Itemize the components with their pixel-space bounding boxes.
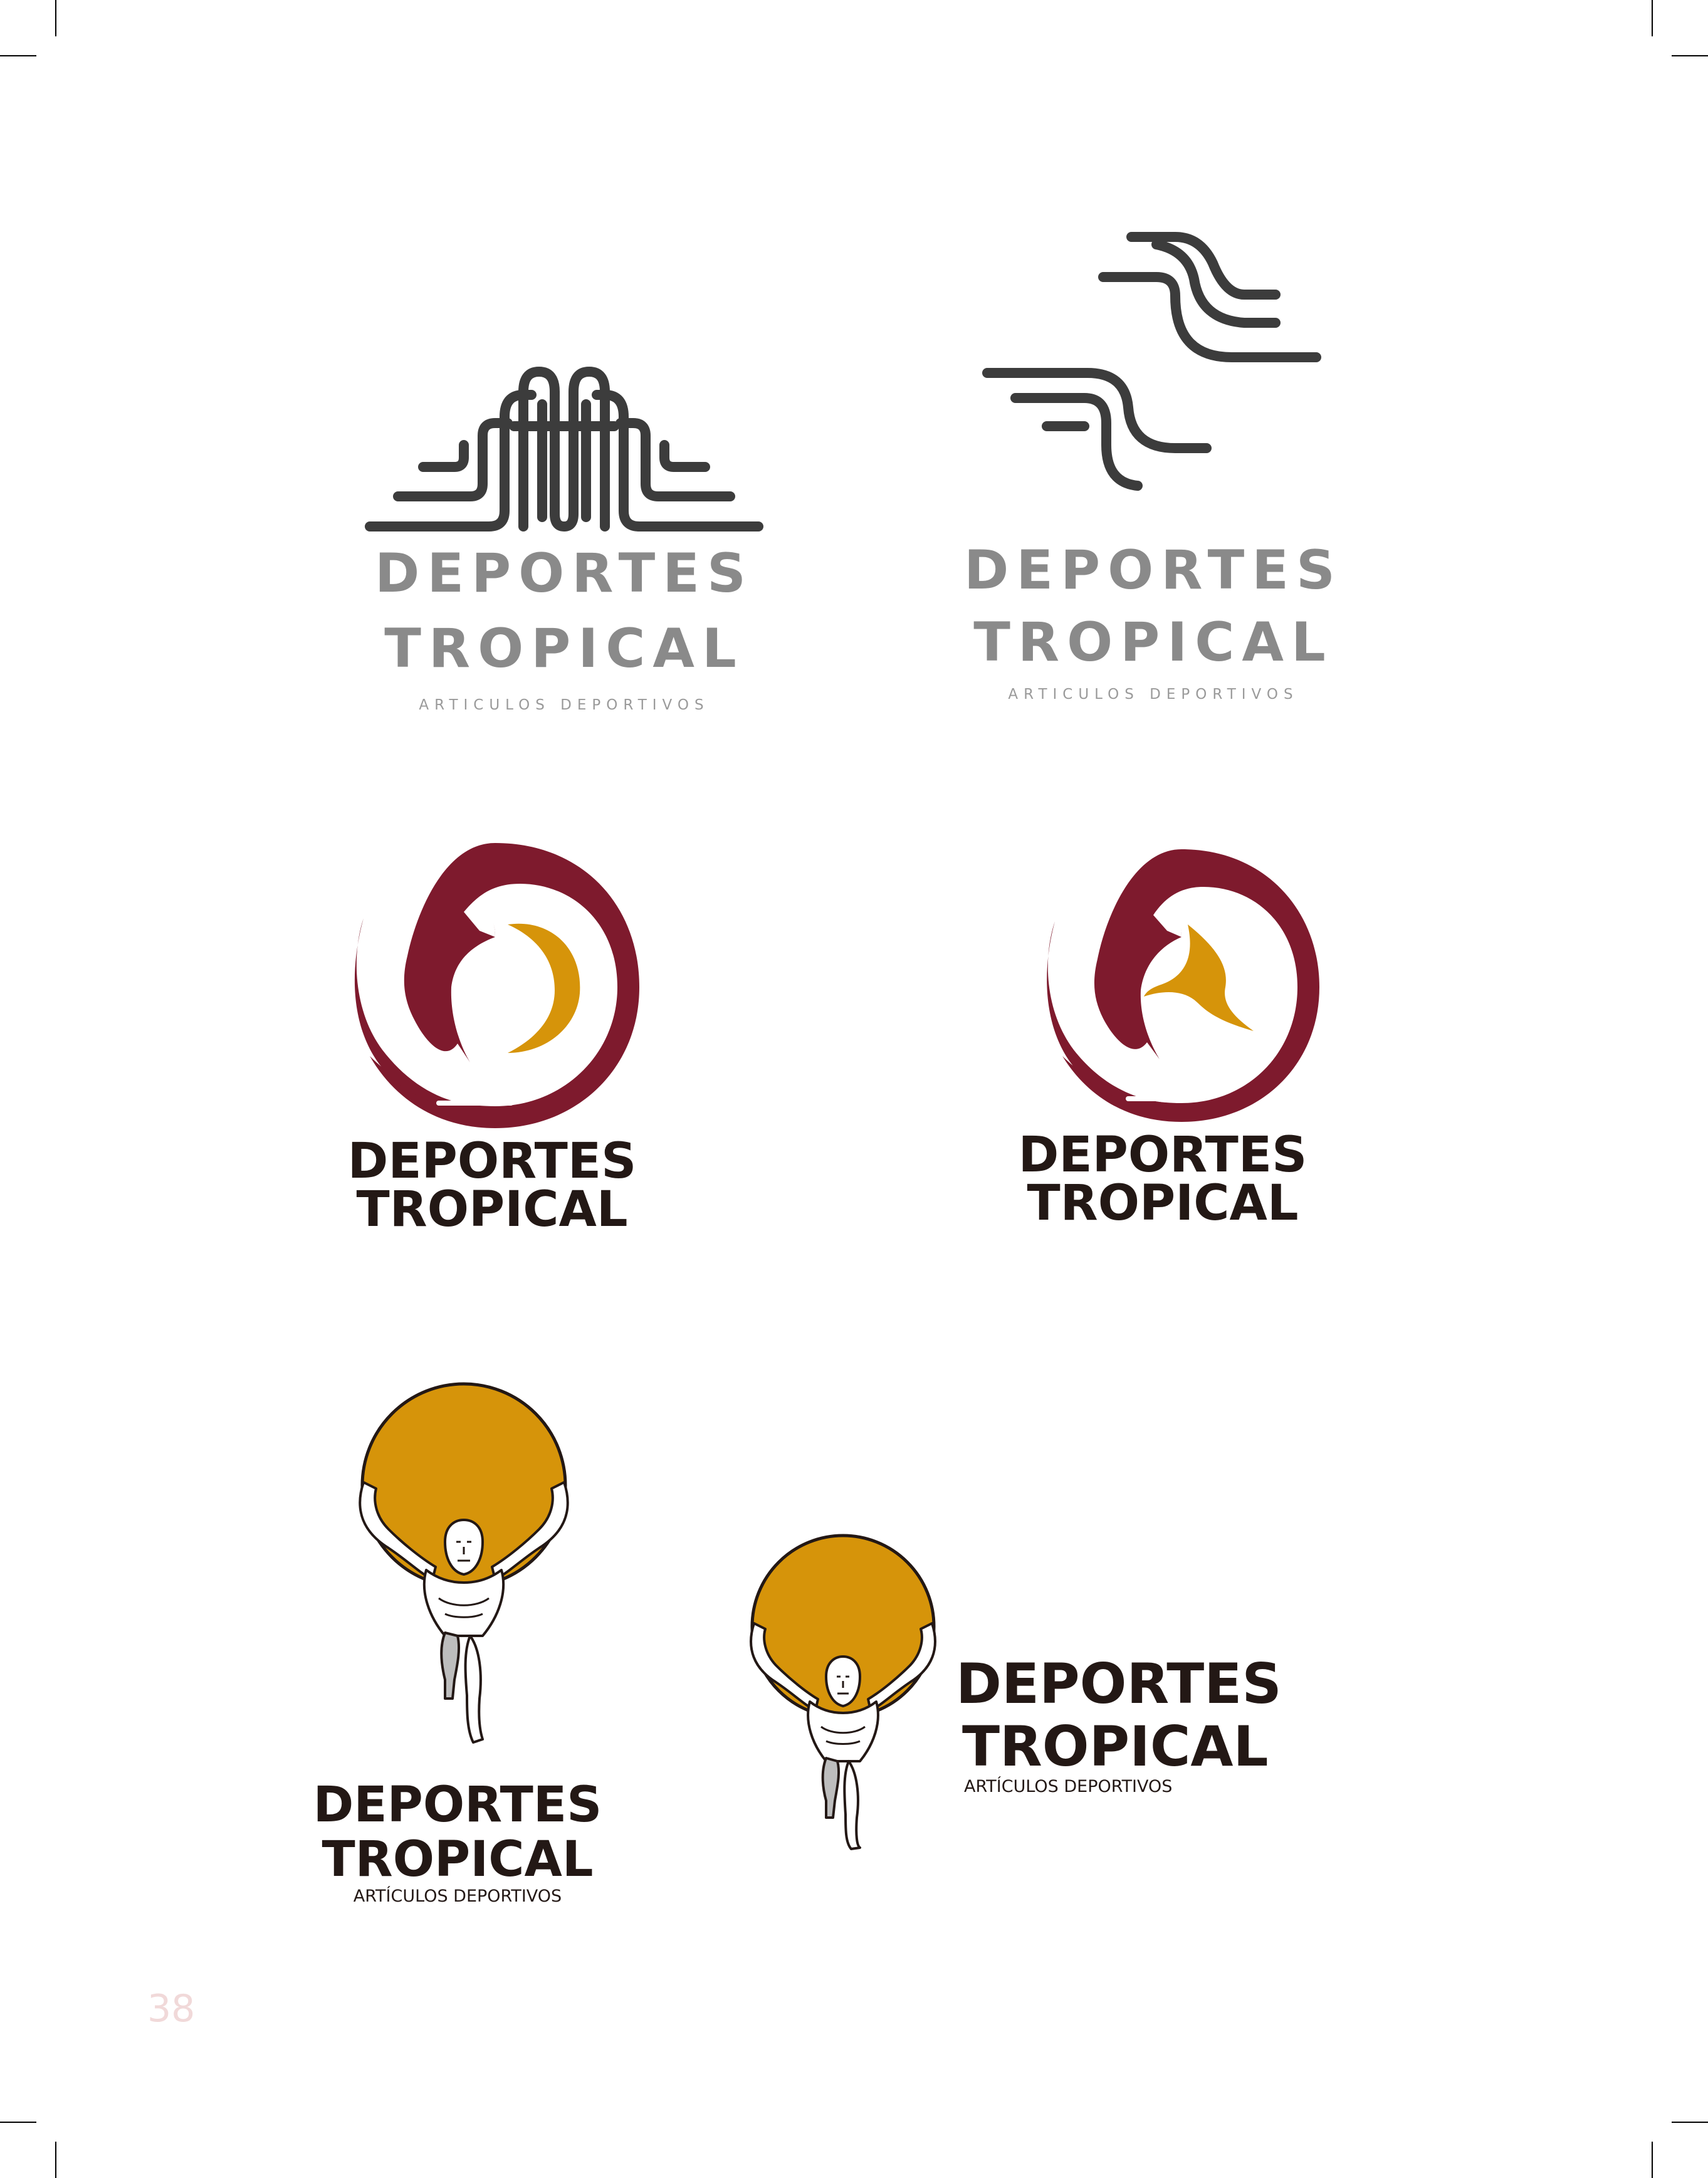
page-number: 38: [147, 1987, 196, 2031]
logo-2-line1: DEPORTES: [964, 539, 1343, 602]
crop-mark: [1672, 55, 1708, 56]
atlas-figure-holding-sun-icon: [359, 1382, 569, 1744]
logo-3-line1: DEPORTES: [347, 1133, 637, 1190]
crop-mark: [1672, 2122, 1708, 2123]
atlas-figure-holding-sun-icon: [750, 1534, 936, 1850]
crop-mark: [1652, 2142, 1653, 2178]
logo-3-line2: TROPICAL: [356, 1181, 628, 1238]
crop-mark: [0, 55, 36, 56]
logo-1-line2: TROPICAL: [384, 617, 744, 680]
logo-6-line1: DEPORTES: [956, 1652, 1282, 1716]
pyramid-line-mark-icon: [365, 367, 763, 531]
logo-4-line2: TROPICAL: [1027, 1175, 1299, 1232]
abstract-bird-line-icon: [982, 232, 1321, 491]
maroon-swirl-moon-icon: [354, 843, 639, 1128]
maroon-swirl-bird-icon: [1047, 849, 1319, 1122]
crop-mark: [55, 2142, 56, 2178]
crop-mark: [1652, 0, 1653, 36]
logo-2-tagline: ARTICULOS DEPORTIVOS: [1008, 686, 1299, 703]
crop-mark: [55, 0, 56, 36]
logo-4-line1: DEPORTES: [1018, 1127, 1307, 1183]
logo-6-line2: TROPICAL: [962, 1714, 1269, 1779]
logo-1-line1: DEPORTES: [375, 542, 753, 605]
logo-6-tagline: ARTÍCULOS DEPORTIVOS: [964, 1777, 1173, 1796]
logo-5-tagline: ARTÍCULOS DEPORTIVOS: [353, 1887, 562, 1906]
logo-5-line2: TROPICAL: [322, 1831, 594, 1888]
logo-1-tagline: ARTICULOS DEPORTIVOS: [419, 697, 710, 713]
logo-5-line1: DEPORTES: [313, 1777, 602, 1833]
logo-2-line2: TROPICAL: [973, 611, 1333, 674]
crop-mark: [0, 2122, 36, 2123]
